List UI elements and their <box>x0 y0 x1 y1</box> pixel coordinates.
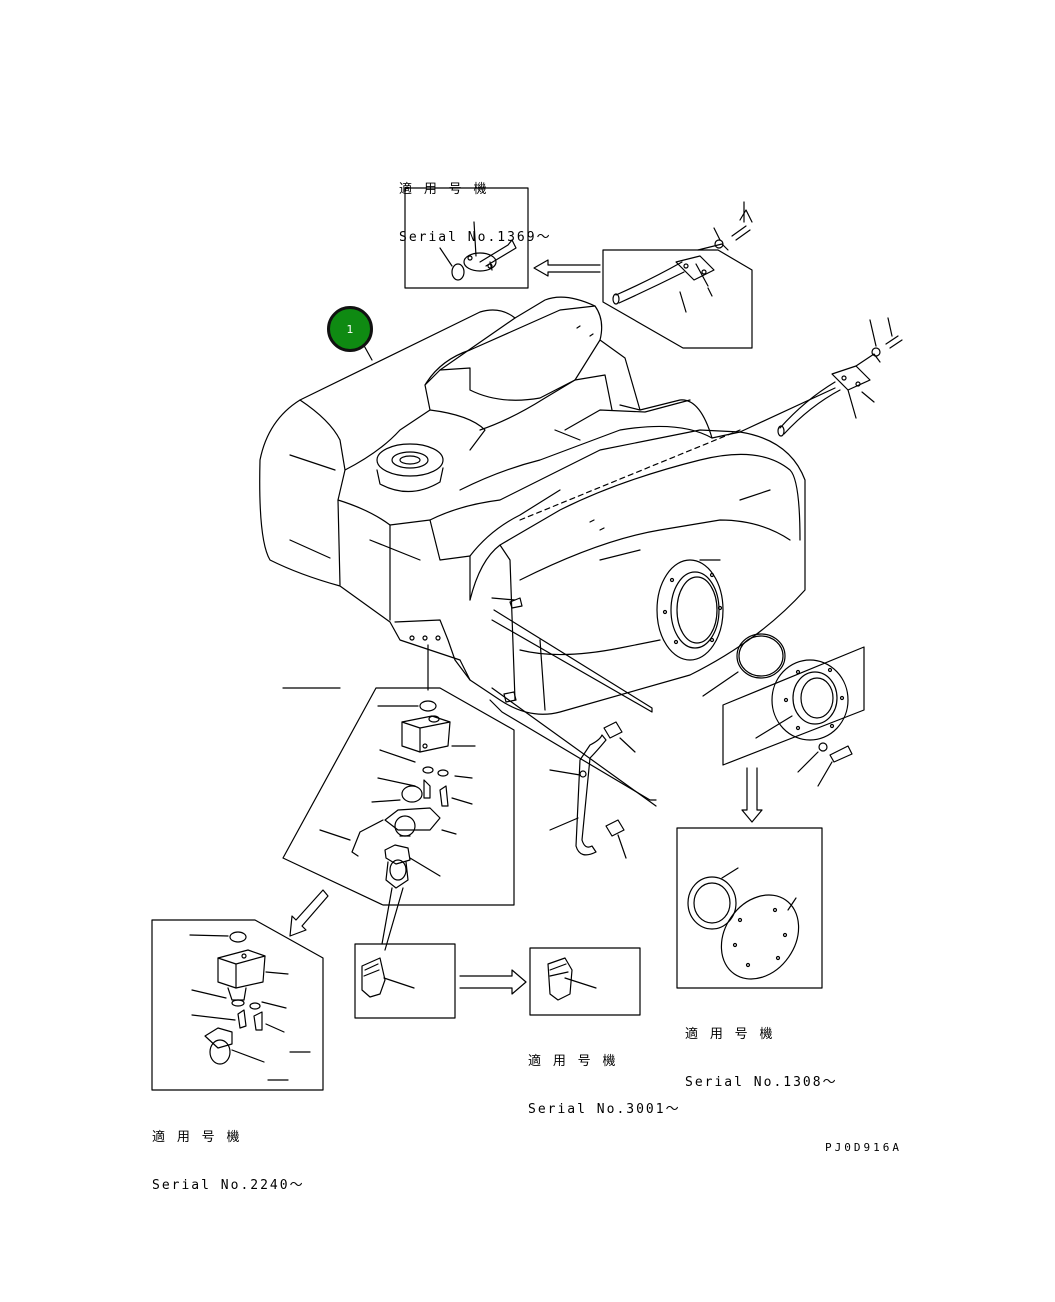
note-right-jp: 適 用 号 機 <box>685 1027 775 1042</box>
note-left-serial: Serial No.2240～ <box>152 1178 305 1193</box>
tank-breather <box>739 317 903 437</box>
arrow-top <box>533 259 601 277</box>
note-middle: 適 用 号 機 Serial No.3001～ <box>528 1022 681 1134</box>
note-middle-jp: 適 用 号 機 <box>528 1054 618 1069</box>
inset-top <box>404 187 529 289</box>
arrow-middle <box>459 969 527 995</box>
callout-badge-1[interactable]: 1 <box>327 306 373 352</box>
drain-hose <box>489 597 657 859</box>
note-middle-serial: Serial No.3001～ <box>528 1102 681 1117</box>
note-left: 適 用 号 機 Serial No.2240～ <box>152 1098 305 1210</box>
note-top-serial: Serial No.1369～ <box>399 230 552 245</box>
breather-assembly <box>602 201 753 349</box>
fuel-tank <box>259 296 806 715</box>
drain-valve-assembly <box>282 687 515 951</box>
inset-middle-a <box>354 943 456 1019</box>
note-left-jp: 適 用 号 機 <box>152 1130 242 1145</box>
inset-middle-b <box>529 947 641 1016</box>
note-top: 適 用 号 機 Serial No.1369～ <box>399 150 552 262</box>
callout-number: 1 <box>346 322 354 336</box>
drawing-code: PJ0D916A <box>825 1141 902 1154</box>
note-right: 適 用 号 機 Serial No.1308～ <box>685 995 838 1107</box>
note-right-serial: Serial No.1308～ <box>685 1075 838 1090</box>
note-top-jp: 適 用 号 機 <box>399 182 489 197</box>
inset-right <box>676 827 823 989</box>
cover-assembly <box>702 633 865 823</box>
inset-left <box>151 889 329 1091</box>
